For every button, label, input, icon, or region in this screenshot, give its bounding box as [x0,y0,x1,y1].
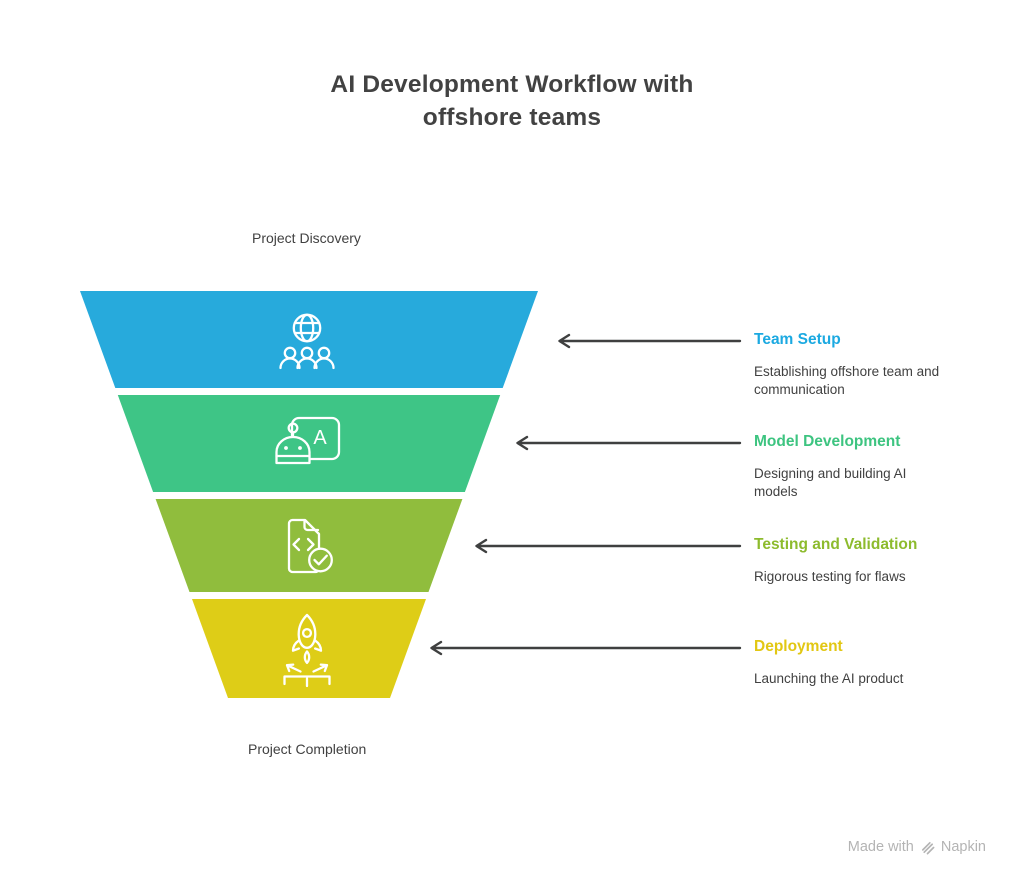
stage-title: Deployment [754,638,843,655]
stage-title: Model Development [754,433,901,450]
funnel-bottom-label: Project Completion [248,741,367,757]
napkin-brand-text: Napkin [940,839,986,855]
funnel-stage-testing-validation[interactable] [155,499,463,592]
stage-description: Designing and building AI models [754,466,907,499]
arrow-team-setup [558,333,742,349]
arrow-testing-validation [475,538,742,554]
made-with-text: Made with [847,839,914,855]
stage-description: Rigorous testing for flaws [754,569,906,584]
rocket-launch-icon [283,613,331,688]
stage-label-team-setup: Team Setup Establishing offshore team an… [754,331,972,398]
arrow-deployment [430,640,742,656]
made-with-napkin-link[interactable]: Made with Napkin [848,839,986,855]
funnel-diagram: A [80,291,538,698]
globe-team-icon [279,313,335,370]
code-file-check-icon [287,518,333,574]
ai-training-board-icon: A [275,416,341,465]
funnel-top-label: Project Discovery [252,230,361,246]
stage-label-testing-validation: Testing and Validation Rigorous testing … [754,536,972,586]
page-title: AI Development Workflow with offshore te… [330,71,694,131]
napkin-logo-icon [921,841,935,854]
funnel-stage-model-development[interactable] [117,395,501,492]
stage-label-model-development: Model Development Designing and building… [754,433,972,500]
stage-description: Establishing offshore team and communica… [754,364,940,397]
stage-description: Launching the AI product [754,671,904,686]
board-letter: A [313,427,327,449]
arrow-model-development [516,435,742,451]
stage-title: Testing and Validation [754,536,918,553]
stage-label-deployment: Deployment Launching the AI product [754,638,972,688]
stage-title: Team Setup [754,331,841,348]
